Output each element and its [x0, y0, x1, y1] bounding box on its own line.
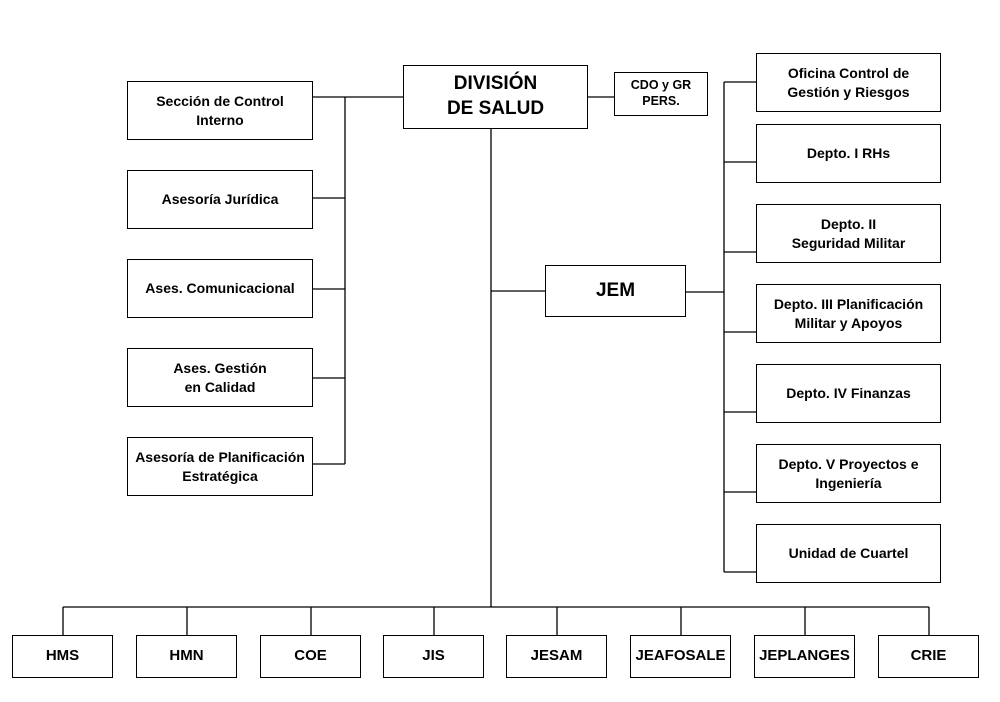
division-title-line2: DE SALUD: [446, 98, 545, 119]
bottom-unit-jis: JIS: [383, 635, 484, 678]
bottom-unit-label: JIS: [422, 647, 445, 665]
left-unit-line2: Interno: [196, 111, 244, 128]
bottom-unit-jesam: JESAM: [506, 635, 607, 678]
cdo-line2: PERS.: [642, 94, 680, 108]
right-unit-line1: Oficina Control de: [787, 64, 910, 81]
bottom-unit-jeplanges: JEPLANGES: [754, 635, 855, 678]
right-unit-line2: Ingeniería: [815, 474, 882, 491]
right-unit-line1: Depto. II: [820, 215, 877, 232]
bottom-unit-label: CRIE: [910, 647, 947, 665]
bottom-unit-label: HMN: [169, 647, 204, 665]
right-unit-line1: Unidad de Cuartel: [788, 545, 909, 562]
jem-box: JEM: [545, 265, 686, 317]
right-unit-line1: Depto. I RHs: [806, 145, 891, 162]
bottom-unit-label: JEPLANGES: [759, 647, 850, 665]
left-unit-ases-comunicacional: Ases. Comunicacional: [127, 259, 313, 318]
left-unit-ases-gestion-calidad: Ases. Gestión en Calidad: [127, 348, 313, 407]
bottom-unit-label: JEAFOSALE: [635, 647, 726, 665]
right-unit-line2: Gestión y Riesgos: [787, 83, 910, 100]
left-unit-line1: Ases. Gestión: [173, 359, 267, 376]
bottom-unit-crie: CRIE: [878, 635, 979, 678]
cdo-gr-pers-box: CDO y GR PERS.: [614, 72, 708, 116]
right-unit-line1: Depto. V Proyectos e: [778, 455, 919, 472]
bottom-unit-label: HMS: [45, 647, 80, 665]
division-title-line1: DIVISIÓN: [453, 73, 538, 95]
left-unit-line1: Asesoría Jurídica: [161, 191, 279, 208]
left-unit-line2: en Calidad: [184, 378, 256, 395]
bottom-unit-coe: COE: [260, 635, 361, 678]
bottom-unit-hms: HMS: [12, 635, 113, 678]
bottom-unit-label: COE: [294, 647, 327, 665]
jem-label: JEM: [595, 280, 636, 302]
right-unit-line2: Militar y Apoyos: [794, 314, 903, 331]
bottom-unit-jeafosale: JEAFOSALE: [630, 635, 731, 678]
right-unit-depto-ii: Depto. II Seguridad Militar: [756, 204, 941, 263]
right-unit-depto-iv: Depto. IV Finanzas: [756, 364, 941, 423]
left-unit-asesoria-planificacion: Asesoría de Planificación Estratégica: [127, 437, 313, 496]
left-unit-line1: Ases. Comunicacional: [145, 280, 295, 297]
right-unit-line2: Seguridad Militar: [791, 234, 906, 251]
right-unit-depto-iii: Depto. III Planificación Militar y Apoyo…: [756, 284, 941, 343]
right-unit-line1: Depto. IV Finanzas: [786, 385, 911, 402]
right-unit-depto-v: Depto. V Proyectos e Ingeniería: [756, 444, 941, 503]
right-unit-unidad-cuartel: Unidad de Cuartel: [756, 524, 941, 583]
left-unit-seccion-control-interno: Sección de Control Interno: [127, 81, 313, 140]
bottom-unit-label: JESAM: [530, 647, 583, 665]
cdo-line1: CDO y GR: [630, 78, 692, 93]
left-unit-line2: Estratégica: [182, 467, 258, 484]
left-unit-line1: Asesoría de Planificación: [135, 448, 305, 465]
division-de-salud-box: DIVISIÓN DE SALUD: [403, 65, 588, 129]
left-unit-line1: Sección de Control: [156, 92, 284, 109]
right-unit-line1: Depto. III Planificación: [773, 295, 924, 312]
bottom-unit-hmn: HMN: [136, 635, 237, 678]
right-unit-depto-i: Depto. I RHs: [756, 124, 941, 183]
right-unit-oficina-control: Oficina Control de Gestión y Riesgos: [756, 53, 941, 112]
left-unit-asesoria-juridica: Asesoría Jurídica: [127, 170, 313, 229]
